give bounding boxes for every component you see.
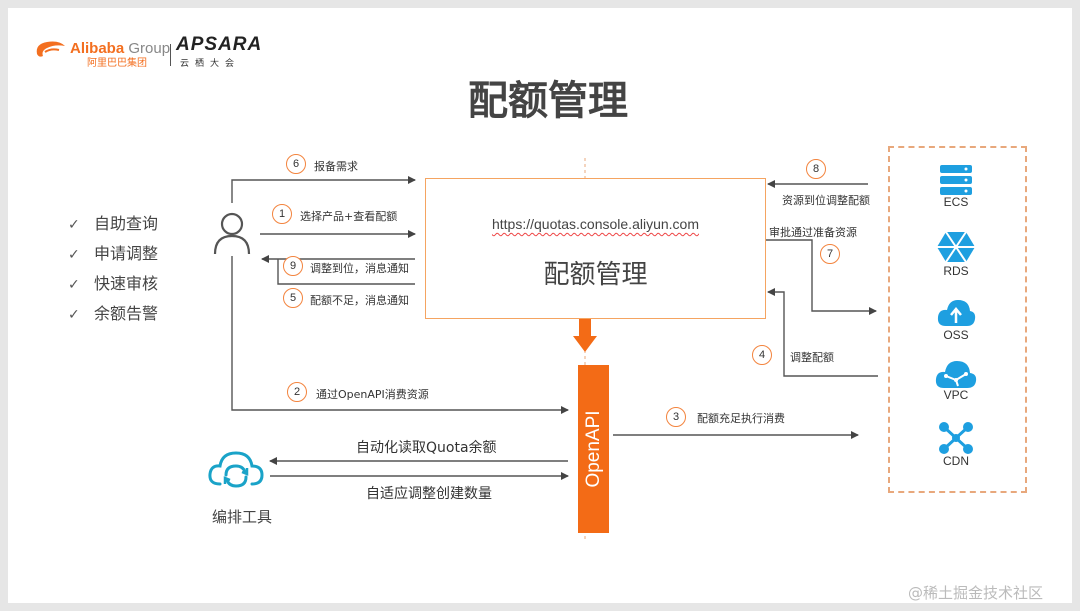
auto-read-label: 自动化读取Quota余额 <box>356 440 497 456</box>
step-label: 通过OpenAPI消费资源 <box>316 388 429 401</box>
alibaba-cn-wordmark: 阿里巴巴集团 <box>87 58 147 69</box>
cloud-services-group <box>888 146 1027 493</box>
database-hexagon-icon <box>937 231 975 263</box>
feature-item: ✓快速审核 <box>68 274 159 293</box>
quota-console-box <box>425 178 766 319</box>
step-marker: 2 <box>287 382 307 402</box>
cloud-storage-icon <box>937 300 976 326</box>
check-icon: ✓ <box>68 307 80 323</box>
step-marker: 9 <box>283 256 303 276</box>
cloud-network-icon <box>935 361 977 388</box>
alibaba-logo-icon <box>36 41 65 57</box>
network-nodes-icon <box>939 422 973 454</box>
watermark: @稀土掘金技术社区 <box>908 584 1044 602</box>
step-marker: 6 <box>286 154 306 174</box>
service-label-vpc: VPC <box>943 388 969 402</box>
quota-management-label: 配额管理 <box>543 260 648 290</box>
step-label: 调整到位，消息通知 <box>310 262 409 275</box>
service-label-oss: OSS <box>943 328 969 342</box>
step-label: 选择产品+查看配额 <box>300 210 398 223</box>
check-icon: ✓ <box>68 247 80 263</box>
apsara-cn-wordmark: 云栖大会 <box>180 58 241 68</box>
step-label: 审批通过准备资源 <box>769 226 857 239</box>
server-stack-icon <box>940 165 972 195</box>
step-label: 调整配额 <box>790 351 834 364</box>
check-icon: ✓ <box>68 217 80 233</box>
console-url[interactable]: https://quotas.console.aliyun.com <box>491 216 699 232</box>
step-marker: 7 <box>820 244 840 264</box>
step-marker: 1 <box>272 204 292 224</box>
step-marker: 5 <box>283 288 303 308</box>
auto-adapt-label: 自适应调整创建数量 <box>366 486 492 502</box>
step-label: 报备需求 <box>314 160 358 173</box>
step-marker: 4 <box>752 345 772 365</box>
step-marker: 3 <box>666 407 686 427</box>
user-icon <box>213 212 251 255</box>
feature-item: ✓自助查询 <box>68 214 159 233</box>
check-icon: ✓ <box>68 277 80 293</box>
step-label: 资源到位调整配额 <box>782 194 870 207</box>
step-label: 配额充足执行消费 <box>697 412 785 425</box>
feature-item: ✓申请调整 <box>68 244 159 263</box>
cloud-sync-icon <box>208 451 264 488</box>
step-label: 配额不足，消息通知 <box>310 294 409 307</box>
openapi-label: OpenAPI <box>582 410 604 488</box>
slide: Alibaba Group 阿里巴巴集团 APSARA 云栖大会 配额管理 <box>8 8 1072 603</box>
step-marker: 8 <box>806 159 826 179</box>
alibaba-wordmark: Alibaba Group <box>70 40 171 57</box>
orchestration-tool-label: 编排工具 <box>211 508 272 526</box>
service-label-ecs: ECS <box>943 195 969 209</box>
apsara-wordmark: APSARA <box>176 34 263 55</box>
page-title: 配额管理 <box>468 78 628 124</box>
logo-divider <box>170 44 171 66</box>
feature-item: ✓余额告警 <box>68 304 159 323</box>
openapi-bar: OpenAPI <box>578 365 609 533</box>
service-label-cdn: CDN <box>943 454 969 468</box>
service-label-rds: RDS <box>943 264 969 278</box>
